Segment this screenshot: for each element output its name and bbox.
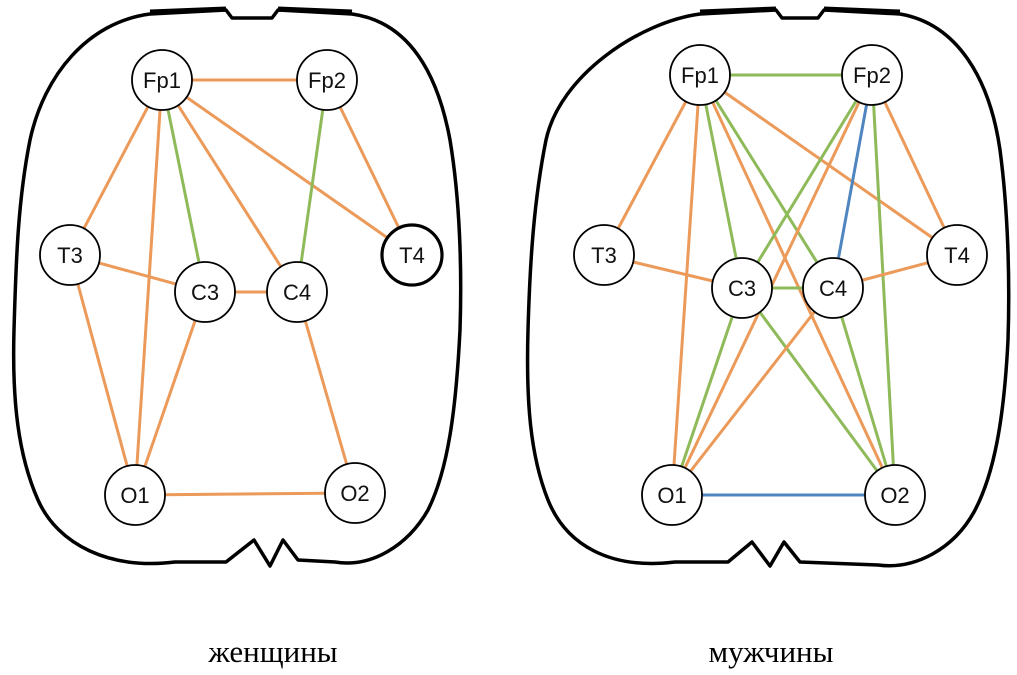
node-t4: T4 [380,223,444,287]
node-circle [926,224,988,286]
head-top-bar-men [699,6,901,15]
node-label: O2 [880,483,909,508]
edge-fp1-o2 [698,73,897,497]
node-label: C3 [191,280,219,305]
edge-fp2-c4 [831,73,874,290]
node-c4: C4 [802,257,864,319]
node-circle [711,257,773,319]
node-t3: T3 [573,224,635,286]
node-circle [131,49,193,111]
edge-fp2-c3 [740,73,874,290]
node-fp2: Fp2 [296,49,358,111]
node-label: T3 [57,243,83,268]
edge-fp1-t3 [68,78,164,257]
node-circle [380,223,444,287]
node-label: C3 [728,276,756,301]
node-label: T3 [591,243,617,268]
head-outline-men [525,8,1011,568]
node-circle [266,261,328,323]
node-label: O1 [120,483,149,508]
node-label: Fp1 [143,68,181,93]
node-label: O1 [657,483,686,508]
edge-t3-o1 [68,253,137,497]
edge-fp1-t4 [160,78,414,257]
node-label: O2 [340,481,369,506]
edge-c3-o2 [740,286,897,497]
node-label: T4 [399,243,425,268]
node-circle [641,464,703,526]
edge-fp1-o1 [133,78,164,497]
edge-fp2-o2 [870,73,897,497]
node-circle [39,224,101,286]
node-o2: O2 [864,464,926,526]
node-c4: C4 [266,261,328,323]
edges-women [68,78,414,497]
edge-fp1-c4 [698,73,835,290]
node-t4: T4 [926,224,988,286]
node-circle [864,464,926,526]
edge-c4-o1 [670,286,835,497]
node-fp1: Fp1 [669,44,731,106]
node-o2: O2 [324,462,386,524]
head-top-bar-women [149,6,353,15]
edge-fp1-c3 [698,73,744,290]
edge-fp2-c4 [295,78,329,294]
edge-fp1-c4 [160,78,299,294]
node-c3: C3 [711,257,773,319]
node-label: Fp1 [681,63,719,88]
node-label: C4 [819,276,847,301]
edge-fp1-t3 [602,73,702,257]
edge-fp1-o1 [670,73,702,497]
edge-c3-o1 [133,290,207,497]
node-circle [324,462,386,524]
node-circle [573,224,635,286]
node-c3: C3 [174,261,236,323]
node-fp2: Fp2 [841,44,903,106]
node-t3: T3 [39,224,101,286]
edge-c4-o2 [295,290,357,495]
node-label: Fp2 [853,63,891,88]
edge-fp1-c3 [160,78,207,294]
caption-women: женщины [208,634,338,669]
node-label: T4 [944,243,970,268]
node-circle [669,44,731,106]
node-circle [296,49,358,111]
edges-men [602,73,959,497]
node-circle [174,261,236,323]
node-o1: O1 [104,464,166,526]
node-label: C4 [283,280,311,305]
edge-c3-o1 [670,286,744,497]
node-o1: O1 [641,464,703,526]
edge-fp2-t4 [870,73,959,257]
node-circle [841,44,903,106]
node-fp1: Fp1 [131,49,193,111]
node-circle [104,464,166,526]
head-outline-women [11,8,463,568]
edge-c4-o2 [831,286,897,497]
node-circle [802,257,864,319]
caption-men: мужчины [708,634,834,669]
node-label: Fp2 [308,68,346,93]
edge-fp2-t4 [325,78,414,257]
edge-o1-o2 [133,491,357,497]
